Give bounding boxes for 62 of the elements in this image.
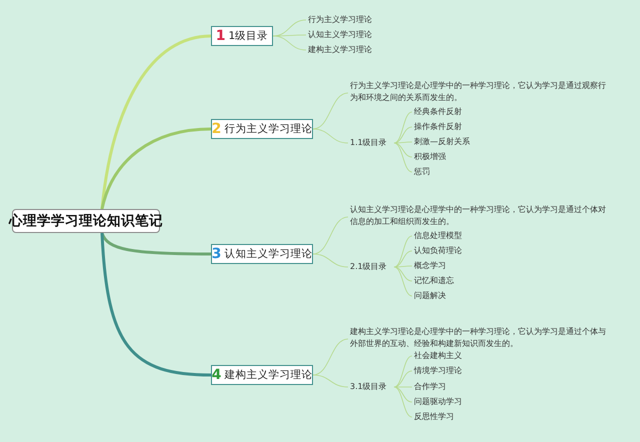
subtopic-text: 反思性学习 [414, 411, 464, 423]
subtopic-text: 行为主义学习理论 [308, 14, 378, 26]
topic-number: 4 [212, 367, 222, 383]
branch-line [312, 216, 348, 254]
subtopic-text: 认知负荷理论 [414, 245, 474, 257]
subtopic-text: 问题驱动学习 [414, 396, 474, 408]
subtopic-text: 1.1级目录 [350, 137, 392, 149]
topic-number: 2 [212, 121, 222, 137]
topic-box [211, 365, 313, 385]
subtopic-text: 社会建构主义 [414, 350, 474, 362]
subtopic-text: 认知主义学习理论 [308, 29, 378, 41]
branch-line [394, 386, 412, 418]
topic-label: 认知主义学习理论 [224, 247, 312, 261]
branch-line [312, 338, 348, 376]
description-text: 认知主义学习理论是心理学中的一种学习理论，它认为学习是通过个体对信息的加工和组织而发生的。 [350, 204, 610, 230]
subtopic-text: 2.1级目录 [350, 261, 392, 273]
branch-line [312, 374, 348, 388]
branch-line [312, 254, 348, 268]
subtopic-text: 信息处理模型 [414, 230, 474, 242]
branch-line [394, 266, 412, 268]
topic-label: 1级目录 [228, 29, 268, 43]
branch-line [312, 128, 348, 144]
branch-line [394, 142, 412, 158]
subtopic-text: 操作条件反射 [414, 121, 474, 133]
subtopic-text: 概念学习 [414, 260, 454, 272]
description-text: 行为主义学习理论是心理学中的一种学习理论，它认为学习是通过观察行为和环境之间的关系而发生的。 [350, 80, 610, 106]
subtopic-text: 经典条件反射 [414, 106, 474, 118]
branch-line [394, 126, 412, 144]
branch-line [394, 356, 412, 388]
subtopic-text: 情境学习理论 [414, 365, 474, 377]
subtopic-text: 建构主义学习理论 [308, 44, 378, 56]
branch-line [272, 36, 306, 50]
branch-line [100, 128, 212, 210]
branch-line [394, 142, 412, 172]
description-text: 建构主义学习理论是心理学中的一种学习理论，它认为学习是通过个体与外部世界的互动、经验和构建新知识而发生的。 [350, 326, 610, 352]
branch-line [394, 386, 412, 388]
subtopic-text: 问题解决 [414, 290, 454, 302]
topic-label: 行为主义学习理论 [224, 122, 312, 136]
branch-line [394, 266, 412, 296]
branch-line [100, 232, 212, 376]
subtopic-text: 记忆和遗忘 [414, 275, 464, 287]
subtopic-text: 合作学习 [414, 381, 454, 393]
topic-box [211, 244, 313, 264]
topic-label: 建构主义学习理论 [224, 368, 312, 382]
subtopic-text: 惩罚 [414, 166, 444, 178]
topic-number: 3 [212, 246, 222, 262]
subtopic-text: 3.1级目录 [350, 381, 392, 393]
branch-line [100, 34, 212, 210]
branch-line [394, 370, 412, 388]
topic-box [211, 119, 313, 139]
branch-line [394, 112, 412, 144]
branch-line [100, 232, 211, 256]
branch-line [312, 92, 348, 130]
branch-line [394, 236, 412, 268]
branch-line [394, 250, 412, 268]
subtopic-text: 积极增强 [414, 151, 454, 163]
branch-line [394, 142, 412, 144]
branch-line [394, 386, 412, 402]
topic-number: 1 [216, 28, 226, 44]
topic-box [211, 26, 273, 46]
branch-line [394, 266, 412, 282]
subtopic-text: 刺激—反射关系 [414, 136, 478, 148]
